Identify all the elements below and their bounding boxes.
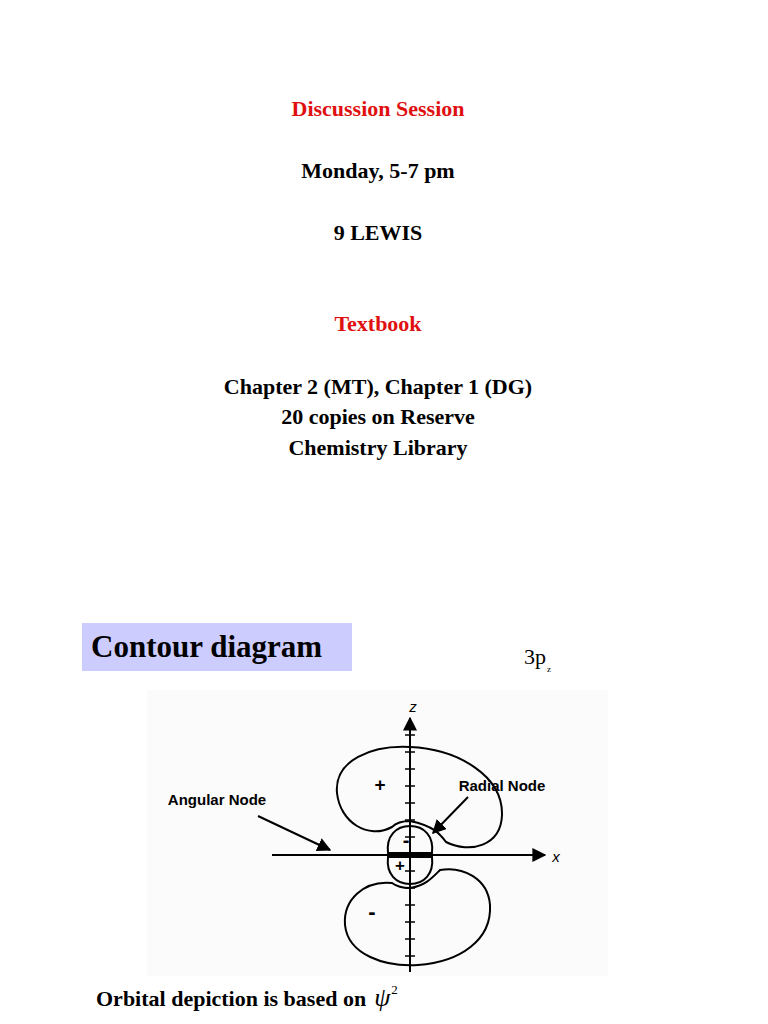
library-text: Chemistry Library [288,436,467,460]
x-axis [272,854,545,856]
superscript: 2 [391,983,398,997]
phase-sign: + [374,775,385,796]
phase-sign: - [403,829,410,851]
radial-node-leader [433,797,468,833]
heading: Discussion Session [291,97,464,121]
subscript: z [547,665,551,675]
callout-label: Angular Node [168,792,266,809]
phase-sign: - [368,900,375,924]
phase-sign: + [395,857,405,876]
chapter-text: Chapter 2 (MT), Chapter 1 (DG) [224,375,532,399]
orbital-label: 3p [524,645,546,669]
axis-label: x [552,849,560,866]
callout-label: Radial Node [459,778,546,795]
axis-label: z [409,699,417,716]
inner-lobe-top [388,826,433,853]
heading: Textbook [334,312,421,336]
inner-lobe-bottom [388,857,433,884]
outer-lobe-top [337,747,502,847]
footer-line: Orbital depiction is based on ψ2 [96,984,398,1013]
orbital-name: 3pz [524,645,551,669]
symbol: ψ [374,984,390,1013]
schedule-text: Monday, 5-7 pm [301,159,454,183]
figure-ground [147,690,608,976]
angular-node-leader [258,816,330,850]
reserve-text: 20 copies on Reserve [281,405,475,429]
heading-text: Contour diagram [91,630,343,664]
footer-text: Orbital depiction is based on [96,987,366,1011]
heading-box: Contour diagram [82,623,352,671]
room-text: 9 LEWIS [334,221,423,245]
